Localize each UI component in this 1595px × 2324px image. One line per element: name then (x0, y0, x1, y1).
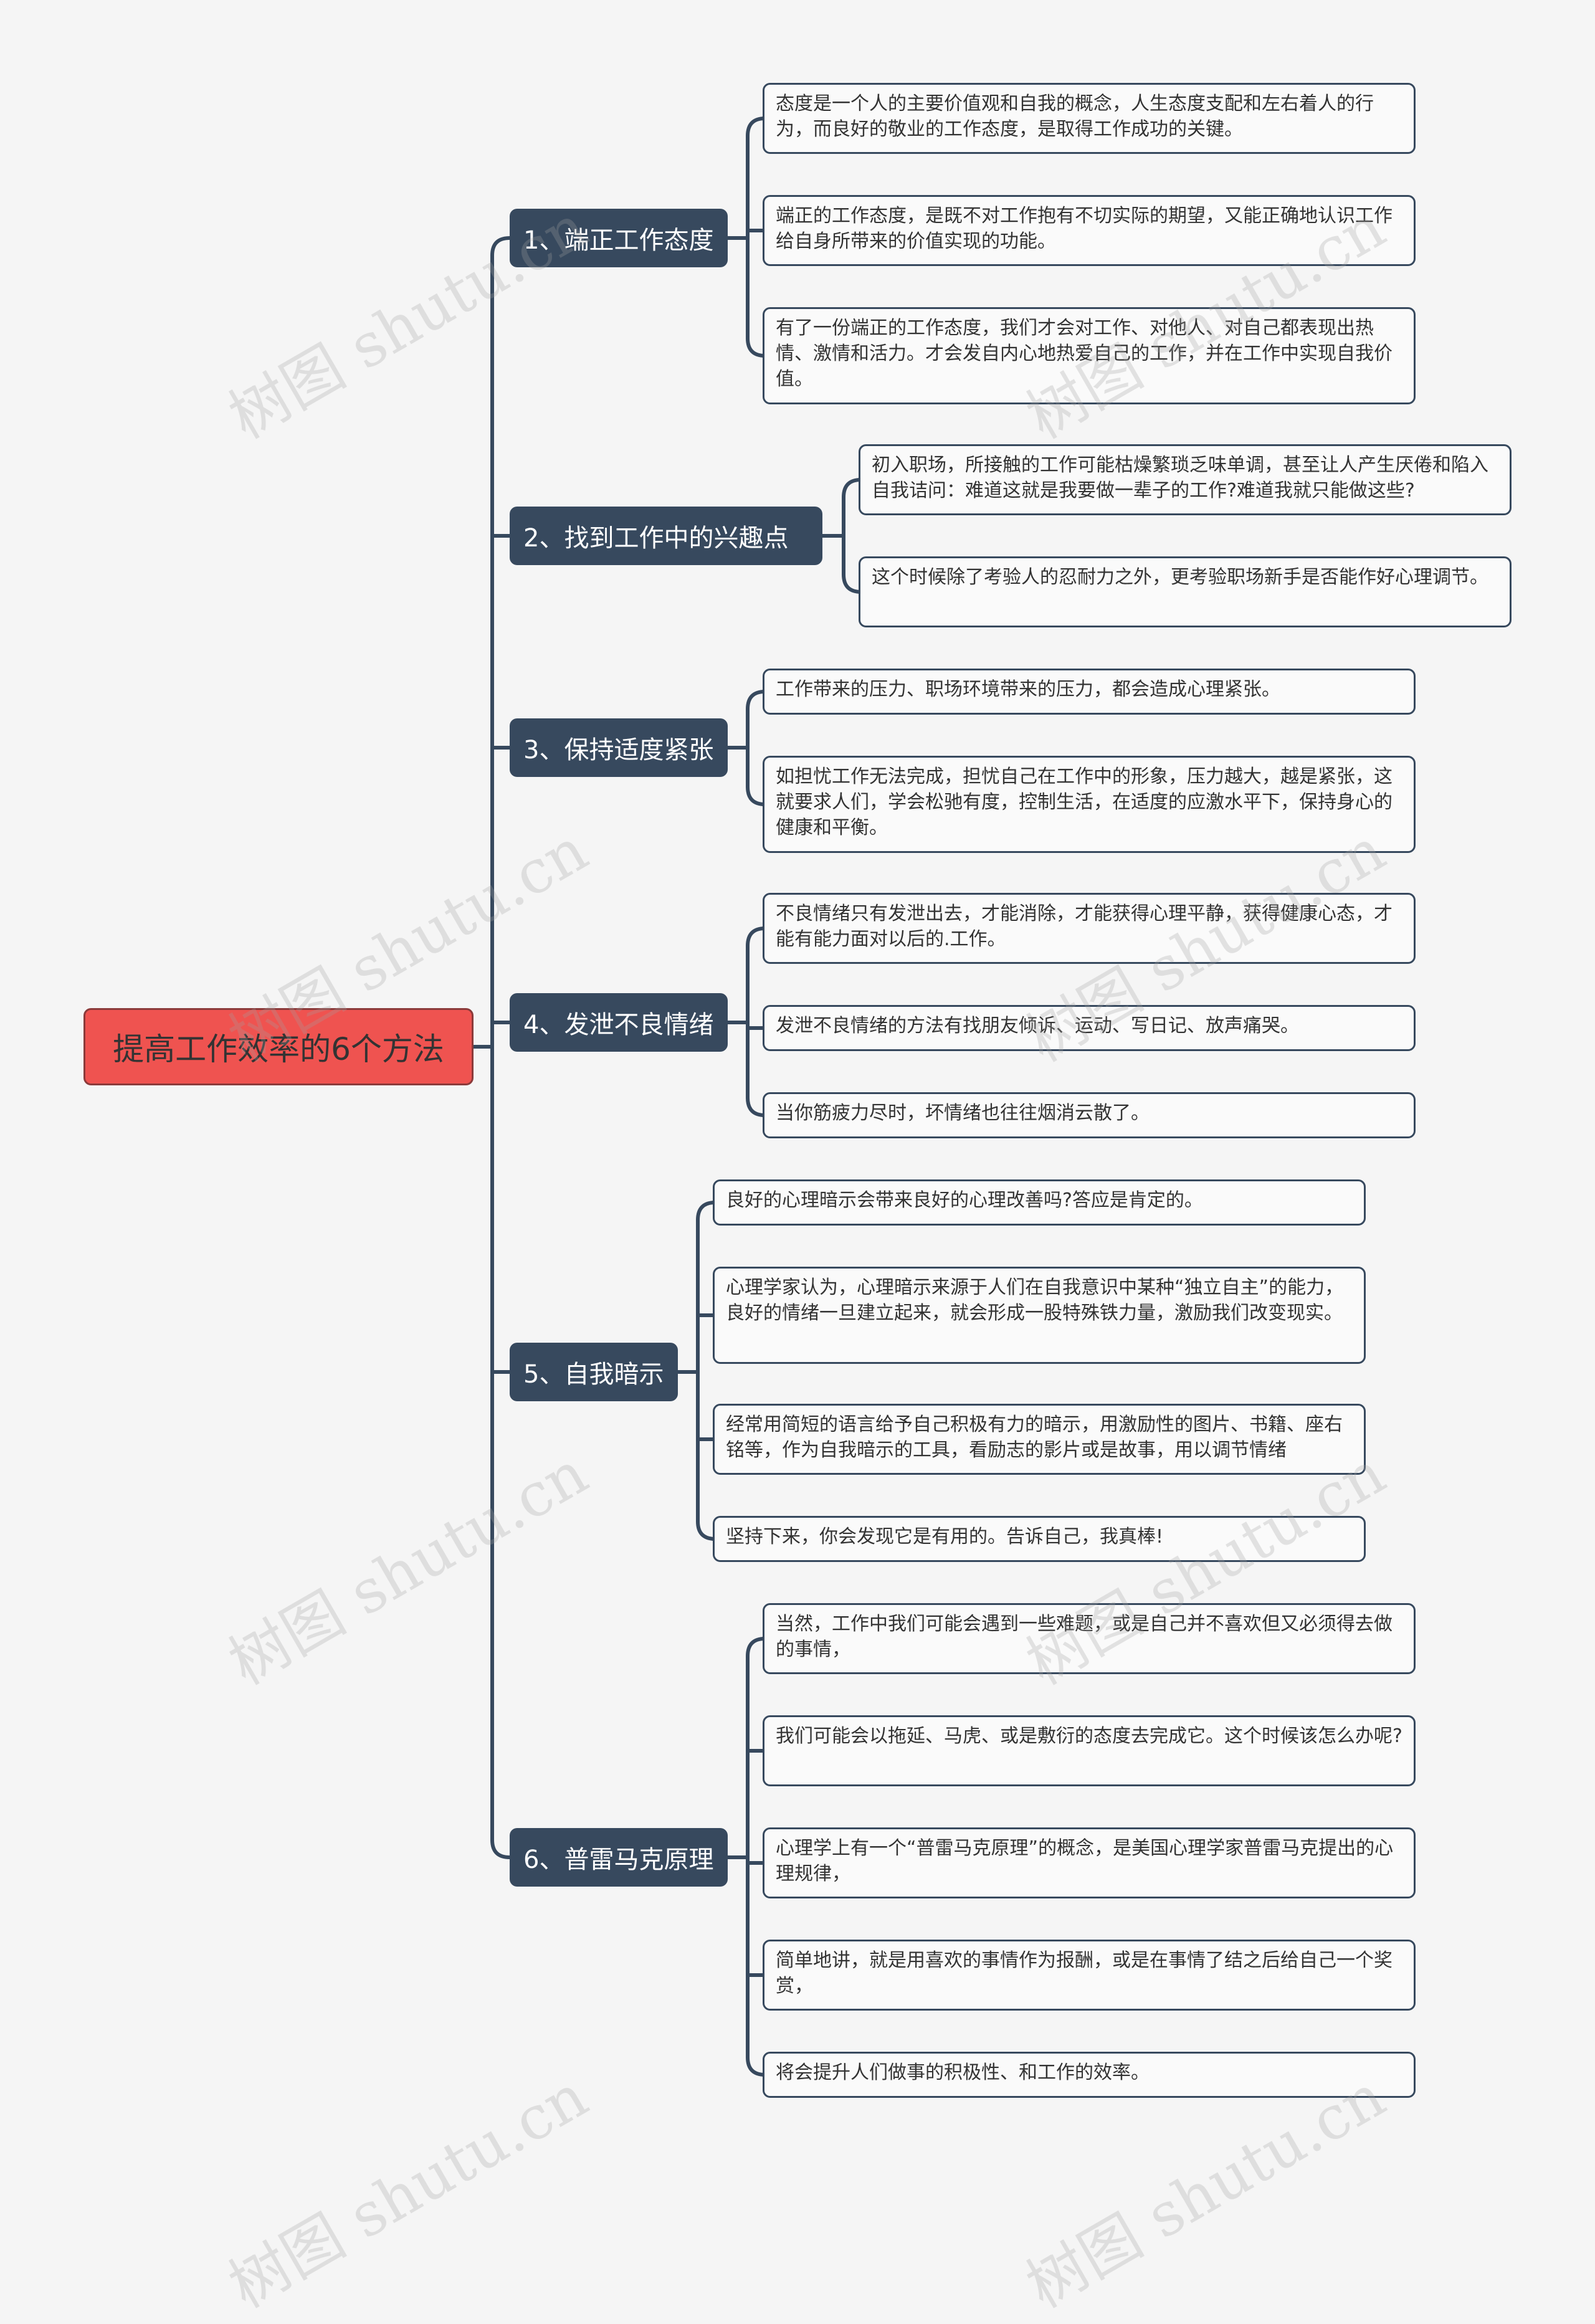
leaf-2-2[interactable]: 这个时候除了考验人的忍耐力之外，更考验职场新手是否能作好心理调节。 (859, 556, 1512, 627)
leaf-1-1[interactable]: 态度是一个人的主要价值观和自我的概念，人生态度支配和左右着人的行为，而良好的敬业… (763, 83, 1416, 154)
leaf-6-5[interactable]: 将会提升人们做事的积极性、和工作的效率。 (763, 2052, 1416, 2098)
leaf-3-2[interactable]: 如担忧工作无法完成，担忧自己在工作中的形象，压力越大，越是紧张，这就要求人们，学… (763, 756, 1416, 853)
leaf-4-3[interactable]: 当你筋疲力尽时，坏情绪也往往烟消云散了。 (763, 1092, 1416, 1138)
branch-connector (490, 1838, 512, 1859)
branch-2[interactable]: 2、找到工作中的兴趣点 (510, 507, 822, 565)
leaf-1-3[interactable]: 有了一份端正的工作态度，我们才会对工作、对他人、对自己都表现出热情、激情和活力。… (763, 307, 1416, 404)
leaf-6-3[interactable]: 心理学上有一个“普雷马克原理”的概念，是美国心理学家普雷马克提出的心理规律， (763, 1827, 1416, 1898)
leaf-4-1[interactable]: 不良情绪只有发泄出去，才能消除，才能获得心理平静，获得健康心态，才能有能力面对以… (763, 893, 1416, 964)
leaf-5-4[interactable]: 坚持下来，你会发现它是有用的。告诉自己，我真棒! (713, 1516, 1366, 1562)
branch-5[interactable]: 5、自我暗示 (510, 1343, 678, 1401)
leaf-6-4[interactable]: 简单地讲，就是用喜欢的事情作为报酬，或是在事情了结之后给自己一个奖赏， (763, 1940, 1416, 2011)
branch-1[interactable]: 1、端正工作态度 (510, 209, 728, 267)
leaf-5-2[interactable]: 心理学家认为，心理暗示来源于人们在自我意识中某种“独立自主”的能力，良好的情绪一… (713, 1267, 1366, 1364)
leaf-4-2[interactable]: 发泄不良情绪的方法有找朋友倾诉、运动、写日记、放声痛哭。 (763, 1005, 1416, 1051)
branch-connector (490, 236, 512, 257)
leaf-1-2[interactable]: 端正的工作态度，是既不对工作抱有不切实际的期望，又能正确地认识工作给自身所带来的… (763, 195, 1416, 266)
leaf-5-3[interactable]: 经常用简短的语言给予自己积极有力的暗示，用激励性的图片、书籍、座右铭等，作为自我… (713, 1404, 1366, 1475)
leaf-6-2[interactable]: 我们可能会以拖延、马虎、或是敷衍的态度去完成它。这个时候该怎么办呢? (763, 1715, 1416, 1786)
branch-4[interactable]: 4、发泄不良情绪 (510, 993, 728, 1052)
leaf-5-1[interactable]: 良好的心理暗示会带来良好的心理改善吗?答应是肯定的。 (713, 1179, 1366, 1226)
leaf-6-1[interactable]: 当然，工作中我们可能会遇到一些难题，或是自己并不喜欢但又必须得去做的事情， (763, 1603, 1416, 1674)
leaf-3-1[interactable]: 工作带来的压力、职场环境带来的压力，都会造成心理紧张。 (763, 669, 1416, 715)
leaf-2-1[interactable]: 初入职场，所接触的工作可能枯燥繁琐乏味单调，甚至让人产生厌倦和陷入自我诘问：难道… (859, 444, 1512, 515)
root-topic[interactable]: 提高工作效率的6个方法 (83, 1008, 474, 1085)
branch-3[interactable]: 3、保持适度紧张 (510, 718, 728, 777)
branch-6[interactable]: 6、普雷马克原理 (510, 1828, 728, 1887)
